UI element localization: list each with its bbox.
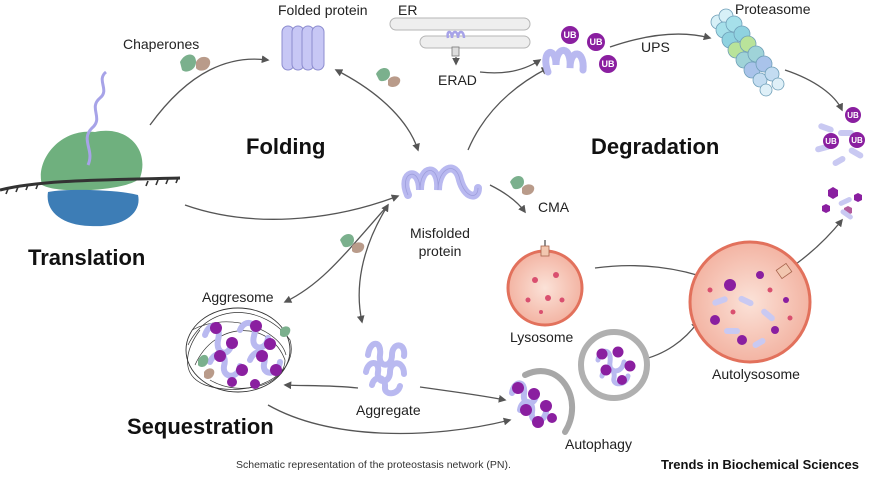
pathway-arrows (149, 32, 843, 435)
autophagosome-closed-icon (578, 329, 650, 401)
lysosome-label: Lysosome (510, 329, 574, 345)
sequestration-heading: Sequestration (127, 414, 274, 439)
proteasome-icon (710, 8, 785, 97)
aggregate-label: Aggregate (356, 402, 421, 418)
aggregate-icon (363, 340, 408, 397)
proteasome-label: Proteasome (735, 1, 811, 17)
arrow-translation-to-folded (149, 55, 270, 126)
lysosome-icon (506, 245, 584, 327)
ribosome-icon (0, 70, 181, 227)
arrow-ups-to-proteasome (609, 32, 712, 48)
figure-caption: Schematic representation of the proteost… (236, 459, 511, 471)
autolysosome-label: Autolysosome (712, 366, 800, 382)
arrow-erad-to-ups (479, 59, 542, 74)
aggresome-icon (185, 307, 292, 393)
autophagosome-icon (509, 368, 576, 435)
er-label: ER (398, 2, 418, 18)
degraded-peptides-icon (815, 107, 865, 166)
translation-heading: Translation (28, 245, 146, 270)
arrow-aggregate-to-aggresome (283, 381, 359, 390)
autolysosome-icon (688, 240, 812, 364)
arrow-misfolded-aggresome (283, 204, 389, 303)
cma-label: CMA (538, 199, 570, 215)
folded-protein-label: Folded protein (278, 2, 368, 18)
folding-heading: Folding (246, 134, 326, 159)
misfolded-protein-label: Misfolded protein (410, 225, 470, 259)
chaperone-icon (180, 54, 211, 72)
chaperones-label: Chaperones (123, 36, 200, 52)
arrow-misfolded-to-cma (489, 184, 526, 214)
arrow-aggregate-to-autophagy (419, 386, 507, 403)
ub-label: UB (825, 137, 837, 146)
arrow-folded-misfolded (334, 69, 420, 152)
arrow-translation-to-misfolded (184, 194, 400, 220)
misfolded-protein-icon (401, 164, 482, 200)
arrow-aggresome-to-autophagy (267, 404, 512, 435)
ups-label: UPS (641, 39, 670, 55)
aggresome-label: Aggresome (202, 289, 274, 305)
folded-protein-icon (281, 25, 325, 71)
erad-label: ERAD (438, 72, 477, 88)
journal-brand: Trends in Biochemical Sciences (661, 457, 859, 472)
misfolded-protein-outline (405, 168, 479, 196)
arrow-misfolded-aggregate (356, 203, 389, 324)
arrow-autophagy-to-autolysosome (639, 320, 699, 361)
chaperone-icon (340, 234, 365, 253)
chaperone-icon (376, 68, 401, 87)
er-icon (389, 17, 531, 57)
arrow-autolysosome-to-products (795, 218, 843, 265)
ub-label: UB (851, 136, 863, 145)
ub-label: UB (590, 37, 603, 47)
degradation-heading: Degradation (591, 134, 720, 159)
chaperone-icon (510, 176, 535, 195)
ub-label: UB (564, 30, 577, 40)
ub-label: UB (602, 59, 615, 69)
autophagy-label: Autophagy (565, 436, 632, 452)
arrow-proteasome-to-products (784, 69, 843, 112)
ubiquitinated-protein-icon (542, 26, 617, 76)
amino-acids-icon (822, 187, 862, 220)
arrow-misfolded-to-ups (467, 67, 550, 151)
ub-label: UB (847, 111, 859, 120)
